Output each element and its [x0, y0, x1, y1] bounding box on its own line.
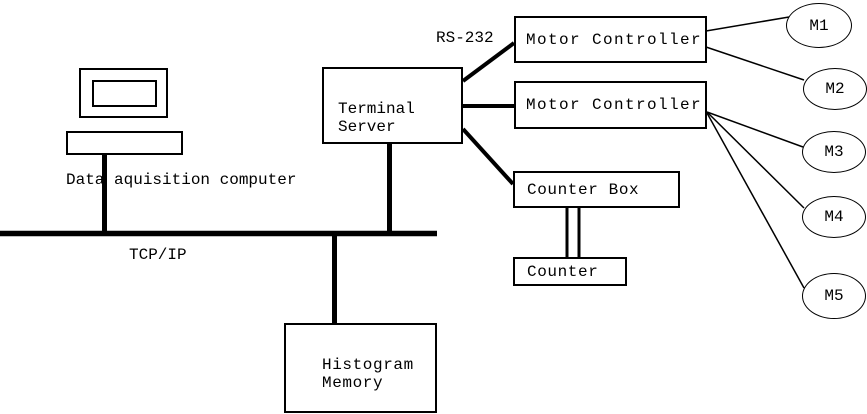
- motor-controller-1-label: Motor Controller: [526, 30, 703, 49]
- computer-screen-icon: [92, 80, 157, 107]
- terminal-server-label: Terminal Server: [338, 100, 415, 136]
- data-acquisition-caption: Data aquisition computer: [66, 171, 297, 189]
- motor-controller-1-node: Motor Controller: [514, 16, 707, 63]
- terminal-server-to-mc1-line: [461, 41, 516, 83]
- terminal-server-to-counterbox-line: [461, 127, 515, 186]
- mc2-to-m3-line: [706, 111, 804, 148]
- histogram-memory-node: Histogram Memory: [284, 323, 437, 413]
- motor-controller-2-node: Motor Controller: [514, 81, 707, 129]
- motor-m3-label: M3: [824, 143, 844, 161]
- mc1-to-m1-line: [705, 16, 790, 32]
- mc2-to-m4-line: [706, 111, 805, 209]
- motor-m1-node: M1: [786, 3, 852, 48]
- counter-label: Counter: [527, 262, 599, 281]
- motor-m4-node: M4: [802, 196, 866, 238]
- motor-m3-node: M3: [802, 131, 866, 173]
- motor-controller-2-label: Motor Controller: [526, 96, 703, 114]
- mc1-to-m2-line: [705, 46, 805, 81]
- motor-m2-node: M2: [803, 68, 867, 110]
- computer-keyboard-icon: [66, 131, 183, 155]
- counter-box-node: Counter Box: [513, 171, 680, 208]
- counter-node: Counter: [513, 257, 627, 286]
- motor-m1-label: M1: [809, 16, 829, 35]
- terminal-server-node: Terminal Server: [322, 67, 463, 144]
- rs232-label: RS-232: [436, 29, 494, 47]
- motor-m5-node: M5: [802, 273, 866, 319]
- motor-m2-label: M2: [825, 80, 845, 98]
- motor-m5-label: M5: [824, 287, 844, 305]
- histogram-memory-label: Histogram Memory: [322, 356, 414, 392]
- tcpip-label: TCP/IP: [129, 246, 187, 264]
- counter-box-label: Counter Box: [527, 180, 640, 199]
- mc2-to-m5-line: [706, 112, 805, 289]
- motor-m4-label: M4: [824, 208, 844, 226]
